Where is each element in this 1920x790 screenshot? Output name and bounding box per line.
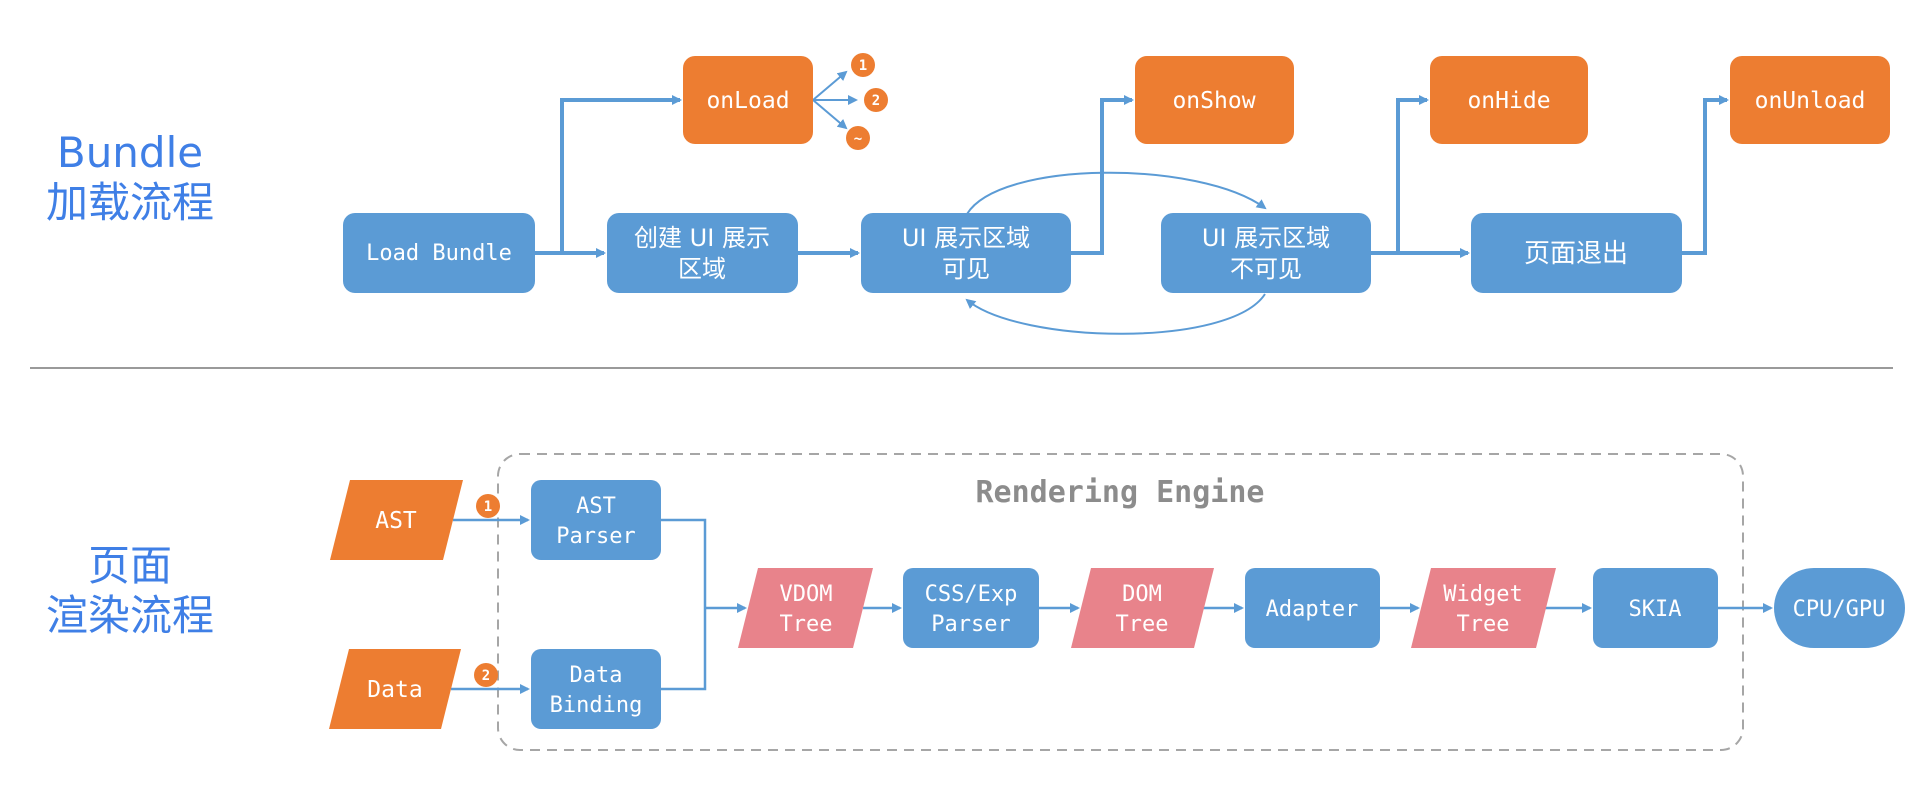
page-section-title: 页面 渲染流程 (20, 541, 240, 641)
page-title-line1: 页面 (87, 541, 172, 590)
data-input-label: Data (367, 677, 422, 703)
onload-markers: 1 2 ~ (846, 53, 888, 150)
cpu-gpu-label: CPU/GPU (1793, 597, 1886, 622)
data-input: Data (329, 649, 461, 729)
onload-box: onLoad (683, 56, 813, 144)
fan-arrow-3 (812, 99, 848, 130)
load-bundle-box: Load Bundle (343, 213, 535, 293)
onload-marker-3-label: ~ (854, 131, 862, 147)
onload-marker-3 (846, 126, 870, 150)
bundle-section-title: Bundle 加载流程 (20, 128, 240, 228)
adapter-box: Adapter (1245, 568, 1380, 648)
visibility-loop (965, 171, 1267, 335)
css-exp-parser-label-line1: CSS/Exp (925, 582, 1018, 607)
dom-tree-label-line2: Tree (1116, 612, 1169, 637)
rendering-engine-label: Rendering Engine (976, 475, 1265, 510)
arc-invisible-to-visible (965, 293, 1266, 335)
ast-input: AST (330, 480, 463, 560)
fan-arrow-1 (812, 70, 848, 101)
step-marker-2: 2 (474, 663, 498, 687)
step-marker-2-label: 2 (482, 668, 490, 684)
ast-parser-label-line1: AST (576, 494, 616, 519)
arrow-exit-to-onunload (1682, 95, 1729, 255)
onhide-label: onHide (1467, 88, 1550, 114)
vdom-tree-label-line2: Tree (780, 612, 833, 637)
arrow-parser-merge (661, 518, 707, 608)
css-exp-parser-box: CSS/Exp Parser (903, 568, 1039, 648)
page-exit-box: 页面退出 (1471, 213, 1682, 293)
render-connectors (451, 515, 1773, 694)
data-binding-label-line2: Binding (550, 693, 643, 718)
onshow-label: onShow (1172, 88, 1255, 114)
rendering-engine-boundary (497, 453, 1744, 751)
widget-tree-node: Widget Tree (1411, 568, 1556, 648)
skia-label: SKIA (1629, 597, 1682, 622)
ui-visible-box: UI 展示区域 可见 (861, 213, 1071, 293)
ui-visible-label-line2: 可见 (942, 255, 990, 283)
onload-label: onLoad (706, 88, 789, 114)
ui-visible-label-line1: UI 展示区域 (902, 224, 1030, 252)
data-binding-label-line1: Data (570, 663, 623, 688)
bundle-title-line1: Bundle (56, 128, 204, 177)
bundle-title-line2: 加载流程 (45, 178, 214, 227)
create-ui-label-line2: 区域 (678, 255, 726, 283)
bundle-flow: 1 2 ~ Load Bundle 创建 UI 展示 区域 UI 展示区域 可见… (343, 53, 1890, 335)
arrow-visible-to-onshow (1071, 95, 1134, 255)
onload-marker-1-label: 1 (859, 58, 867, 74)
cpu-gpu-node: CPU/GPU (1774, 568, 1905, 648)
onload-fanout (812, 70, 858, 130)
dom-tree-label-line1: DOM (1122, 582, 1162, 607)
arrow-binding-merge (661, 608, 707, 691)
onload-marker-1 (851, 53, 875, 77)
widget-tree-label-line1: Widget (1443, 582, 1522, 607)
skia-box: SKIA (1593, 568, 1718, 648)
widget-tree-label-line2: Tree (1457, 612, 1510, 637)
step-marker-1-label: 1 (484, 499, 492, 515)
ui-invisible-box: UI 展示区域 不可见 (1161, 213, 1371, 293)
create-ui-label-line1: 创建 UI 展示 (634, 224, 770, 252)
onload-marker-2-label: 2 (872, 93, 880, 109)
render-flow: Rendering Engine AST Data 1 (329, 453, 1905, 751)
ast-input-label: AST (375, 508, 417, 534)
adapter-label: Adapter (1266, 597, 1359, 622)
onload-marker-2 (864, 88, 888, 112)
ast-parser-label-line2: Parser (556, 524, 635, 549)
onhide-box: onHide (1430, 56, 1588, 144)
load-bundle-label: Load Bundle (366, 241, 512, 266)
page-exit-label: 页面退出 (1524, 239, 1628, 269)
ui-invisible-label-line1: UI 展示区域 (1202, 224, 1330, 252)
css-exp-parser-label-line2: Parser (931, 612, 1010, 637)
vdom-tree-node: VDOM Tree (738, 568, 873, 648)
step-marker-1: 1 (476, 494, 500, 518)
onunload-box: onUnload (1730, 56, 1890, 144)
arrow-invisible-to-onhide (1371, 95, 1429, 255)
bundle-connectors (535, 95, 1729, 258)
page-title-line2: 渲染流程 (45, 591, 214, 640)
ast-parser-box: AST Parser (531, 480, 661, 560)
dom-tree-node: DOM Tree (1071, 568, 1214, 648)
data-binding-box: Data Binding (531, 649, 661, 729)
onshow-box: onShow (1135, 56, 1294, 144)
vdom-tree-label-line1: VDOM (780, 582, 833, 607)
onunload-label: onUnload (1755, 88, 1866, 114)
create-ui-box: 创建 UI 展示 区域 (607, 213, 798, 293)
ui-invisible-label-line2: 不可见 (1230, 255, 1302, 283)
arc-visible-to-invisible (966, 171, 1267, 215)
